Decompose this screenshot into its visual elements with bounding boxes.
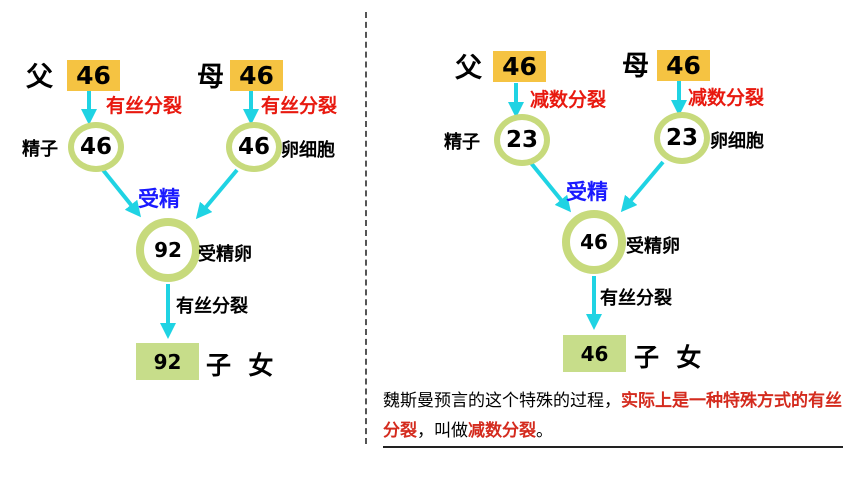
dashed-divider: [365, 12, 367, 444]
left-egg-value: 46: [237, 134, 270, 160]
right-mother-box: 46: [657, 50, 710, 81]
left-father-box: 46: [67, 60, 120, 91]
note-part1: 魏斯曼预言的这个特殊的过程，: [383, 391, 621, 411]
left-egg-label: 卵细胞: [281, 140, 335, 161]
right-egg-label: 卵细胞: [710, 131, 764, 152]
right-father-box: 46: [493, 51, 546, 82]
explanation-note: 魏斯曼预言的这个特殊的过程，实际上是一种特殊方式的有丝分裂，叫做减数分裂。: [383, 386, 843, 448]
right-egg-value: 23: [665, 125, 698, 151]
right-mother-value: 46: [666, 51, 701, 80]
left-father-value: 46: [76, 61, 111, 90]
left-zygote-cell: 92: [136, 218, 200, 282]
right-father-process: 减数分裂: [530, 89, 607, 111]
left-father-process: 有丝分裂: [106, 95, 183, 117]
left-mother-box: 46: [230, 60, 283, 91]
arrow-right-egg-to-zygote: [620, 160, 665, 213]
left-zygote-label: 受精卵: [198, 244, 252, 265]
left-child-value: 92: [153, 349, 182, 374]
left-mother-value: 46: [239, 61, 274, 90]
right-child-label: 子 女: [634, 343, 702, 372]
right-mother-process: 减数分裂: [688, 87, 765, 109]
arrow-left-egg-to-zygote: [195, 168, 239, 220]
left-sperm-value: 46: [79, 134, 112, 160]
right-sperm-value: 23: [505, 127, 538, 153]
note-part5: 。: [536, 421, 553, 441]
left-child-box: 92: [136, 343, 199, 380]
left-fertilization-label: 受精: [138, 187, 180, 211]
left-father-label: 父: [26, 62, 53, 93]
left-sperm-cell: 46: [68, 122, 124, 172]
right-child-box: 46: [563, 335, 626, 372]
right-father-label: 父: [455, 53, 482, 84]
right-child-value: 46: [580, 341, 609, 366]
note-part3: ，叫做: [417, 421, 468, 441]
note-highlight-mitosis: 实际上是一种特殊方式的有丝分裂: [383, 391, 842, 441]
right-egg-cell: 23: [654, 112, 710, 164]
left-mother-process: 有丝分裂: [261, 95, 338, 117]
right-sperm-cell: 23: [494, 114, 550, 166]
right-zygote-cell: 46: [562, 210, 626, 274]
right-mother-label: 母: [622, 51, 649, 82]
right-zygote-value: 46: [580, 230, 608, 254]
right-father-value: 46: [502, 52, 537, 81]
note-highlight-meiosis: 减数分裂: [468, 421, 536, 441]
left-egg-cell: 46: [226, 122, 282, 172]
left-child-process: 有丝分裂: [176, 296, 248, 317]
right-child-process: 有丝分裂: [600, 288, 672, 309]
right-fertilization-label: 受精: [566, 180, 608, 204]
right-zygote-label: 受精卵: [626, 236, 680, 257]
left-sperm-label: 精子: [22, 139, 58, 160]
right-sperm-label: 精子: [444, 132, 480, 153]
left-zygote-value: 92: [154, 238, 182, 262]
left-child-label: 子 女: [206, 351, 274, 380]
arrow-right-sperm-to-zygote: [529, 161, 572, 213]
arrow-left-sperm-to-zygote: [101, 168, 142, 218]
left-mother-label: 母: [197, 62, 224, 93]
